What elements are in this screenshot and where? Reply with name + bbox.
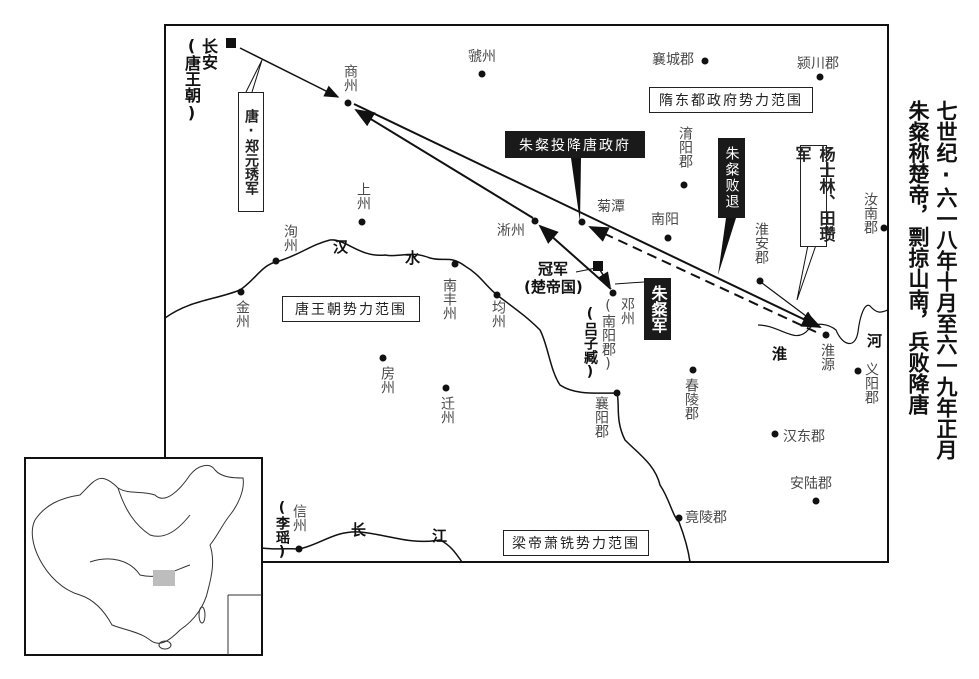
place-handongjun: 汉东郡 [783, 429, 825, 445]
route-huaian-huaiyuan [761, 282, 815, 323]
region-liang: 梁帝萧铣势力范围 [503, 530, 649, 556]
place-xiangyangjun: 襄阳郡 [593, 396, 609, 438]
map-frame [164, 24, 889, 563]
place-jinglingjun: 竟陵郡 [685, 510, 727, 526]
map-title: 七世纪·六一八年十月至六一九年正月 [934, 100, 958, 460]
pointer-tang-army [245, 59, 263, 93]
callout-tang-army: 唐·郑元琇军 [238, 92, 264, 212]
place-runanjun: 汝南郡 [862, 192, 878, 234]
place-junzhou: 均州 [490, 300, 506, 328]
place-yuyangjun: 淯阳郡 [677, 126, 693, 168]
route-changan-shangzhou [239, 47, 340, 98]
river-label-han: 汉 [333, 238, 349, 256]
place-yingchuanjun: 颍川郡 [797, 56, 839, 72]
place-dengzhou-ruler: (吕子臧) [582, 306, 598, 380]
place-nanyang: 南阳 [651, 212, 679, 228]
river-label-huai: 淮 [772, 345, 788, 363]
route-guanjun-dengzhou [597, 269, 611, 288]
yangtze-river [261, 531, 463, 563]
pointer-guanjun [575, 267, 597, 273]
pointer-retreat [718, 218, 736, 275]
inset-china-outline [31, 464, 262, 655]
river-label-he: 河 [867, 332, 883, 350]
place-huaianjun: 淮安郡 [753, 222, 769, 264]
route-shangzhou-huaiyuan [353, 103, 822, 328]
place-shangzhou: 商州 [342, 64, 358, 92]
place-xiangchengjun: 襄城郡 [652, 52, 694, 68]
map-subtitle: 朱粲称楚帝，剽掠山南，兵败降唐 [906, 100, 930, 415]
place-guanjun-note: (楚帝国) [524, 278, 583, 296]
callout-yang-tian: 杨士林、田瓒军 [793, 145, 836, 247]
inset-frame [24, 457, 263, 656]
river-label-jiang: 江 [432, 527, 448, 545]
place-dots [226, 38, 888, 553]
place-anlujun: 安陆郡 [790, 476, 832, 492]
place-jinzhou: 金州 [234, 300, 250, 328]
place-guanjun: 冠军 [538, 260, 569, 278]
place-changan: 长安 [199, 38, 218, 70]
pointer-surrender [571, 158, 581, 222]
huai-river [757, 304, 889, 344]
place-xizhou: 淅州 [497, 223, 525, 239]
place-dengzhou: 邓州 [619, 297, 635, 325]
place-fangzhou: 房州 [379, 366, 395, 394]
place-qianzhou: 迁州 [439, 396, 455, 424]
callout-zhucan-army: 朱粲军 [644, 278, 671, 340]
place-guozhou: 虢州 [468, 49, 496, 65]
place-xinzhou: 信州 [291, 504, 307, 532]
region-sui: 隋东都政府势力范围 [649, 87, 813, 113]
place-shangzhou-2: 上州 [355, 182, 371, 210]
place-changan-note: (唐王朝) [182, 36, 201, 122]
place-xinzhou-ruler: (李瑶) [274, 500, 290, 560]
place-chunlingjun: 春陵郡 [683, 378, 699, 420]
callout-retreat: 朱粲败退 [718, 138, 745, 218]
place-nanfengzhou: 南丰州 [441, 278, 457, 320]
place-yiyangjun: 义阳郡 [863, 362, 879, 404]
river-label-shui: 水 [405, 249, 421, 267]
river-label-chang: 长 [351, 521, 367, 539]
pointer-yangtian [796, 244, 817, 301]
place-dengzhou-note: (南阳郡) [600, 298, 616, 372]
callout-surrender: 朱粲投降唐政府 [505, 131, 645, 158]
place-jutan: 菊潭 [597, 199, 625, 215]
region-tang: 唐王朝势力范围 [282, 296, 420, 322]
place-huaiyuan: 淮源 [819, 343, 835, 371]
inset-highlight-area [153, 570, 175, 586]
pointer-zhucan [614, 281, 645, 285]
route-retreat-dashed [588, 226, 817, 333]
place-xunzhou: 洵州 [282, 224, 298, 252]
route-xizhou-shangzhou [354, 108, 534, 219]
